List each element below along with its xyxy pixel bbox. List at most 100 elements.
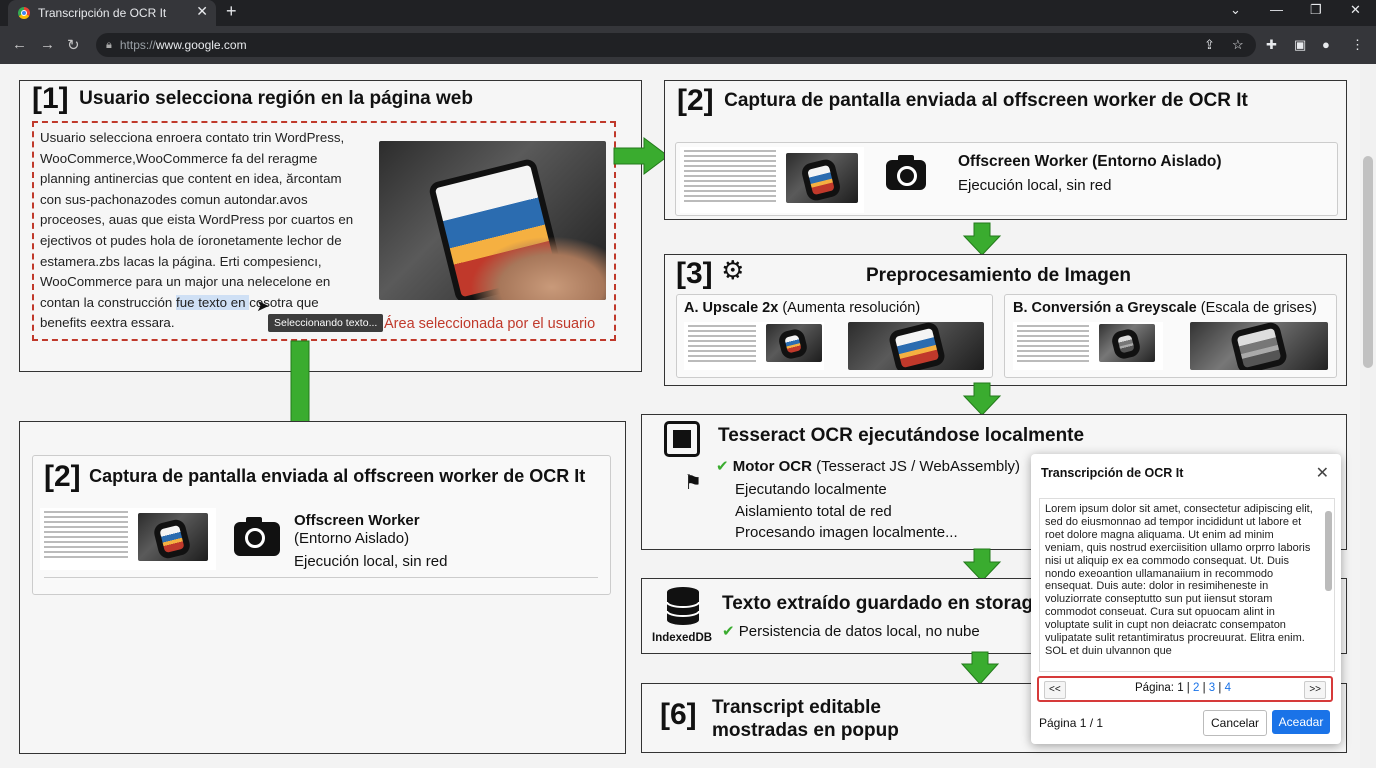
check-icon: ✔ (716, 458, 729, 475)
worker-title: Offscreen Worker (Entorno Aislado) (958, 153, 1222, 170)
step2-bottom-number: [2] (44, 460, 81, 493)
back-icon[interactable]: ← (12, 36, 27, 53)
step1-number: [1] (32, 82, 69, 115)
selected-text: fue texto en (176, 294, 250, 310)
chip-icon (664, 421, 700, 457)
side-panel-icon[interactable]: ▣ (1294, 37, 1307, 52)
motor-rest: (Tesseract JS / WebAssembly) (811, 458, 1021, 475)
selected-region-box (32, 121, 616, 341)
extensions-icon[interactable]: ✚ (1266, 37, 1277, 52)
selecting-tooltip: Seleccionando texto... (268, 314, 384, 332)
page-label: Página: 1 | (1135, 682, 1190, 694)
cancel-button[interactable]: Cancelar (1203, 710, 1267, 736)
arrow-down-icon (962, 382, 1002, 416)
text-line: Usuario selecciona enroera contato trin … (40, 130, 345, 145)
step5-sub-text: Persistencia de datos local, no nube (738, 623, 980, 640)
step2-top-heading: [2] Captura de pantalla enviada al offsc… (677, 84, 1248, 118)
step4-title: Tesseract OCR ejecutándose localmente (718, 425, 1085, 446)
bookmark-star-icon[interactable]: ☆ (1232, 37, 1244, 52)
step6-line2: mostradas en popup (712, 720, 899, 741)
tab-strip: Transcripción de OCR It ✕ + ⌄ — ❐ ✕ (0, 0, 1376, 26)
accept-button[interactable]: Aceadar (1272, 710, 1330, 734)
upscale-doc-thumbnail (684, 322, 824, 370)
text-line: contan la construcción fue texto en coso… (40, 293, 370, 314)
address-bar[interactable]: 🔒︎ https:// www.google.com (96, 33, 1256, 57)
share-icon[interactable]: ⇪ (1204, 37, 1215, 52)
webpage-text: Usuario selecciona enroera contato trin … (40, 128, 370, 334)
transcript-text: Lorem ipsum dolor sit amet, consectetur … (1045, 503, 1313, 657)
page-link-4[interactable]: 4 (1224, 682, 1232, 694)
profile-icon[interactable]: ● (1322, 37, 1330, 52)
worker-subtitle: Ejecución local, sin red (294, 553, 448, 570)
step6-number: [6] (660, 698, 697, 731)
motor-bold: Motor OCR (732, 458, 812, 475)
restore-icon[interactable]: ❐ (1310, 2, 1322, 17)
database-icon (666, 587, 700, 625)
step2-bottom-heading: [2] Captura de pantalla enviada al offsc… (44, 460, 585, 494)
step2-bottom-title: Captura de pantalla enviada al offscreen… (89, 466, 586, 486)
text-line: WooCommerce para un major una nelecelone… (40, 274, 331, 290)
forward-icon[interactable]: → (40, 36, 55, 53)
step2-top-number: [2] (677, 84, 714, 117)
textarea-scrollbar[interactable] (1325, 511, 1332, 591)
close-tab-icon[interactable]: ✕ (196, 3, 208, 19)
tab-title: Transcripción de OCR It (38, 6, 167, 20)
text-line: WooCommerce,WooCommerce fa del reragme (40, 150, 318, 166)
page-link-3[interactable]: 3 (1208, 682, 1216, 694)
screenshot-thumbnail (680, 147, 864, 213)
upscale-bold: A. Upscale 2x (684, 300, 779, 316)
step2-top-title: Captura de pantalla enviada al offscreen… (724, 90, 1248, 111)
step1-heading: [1] Usuario selecciona región en la pági… (32, 82, 473, 116)
pagination: << Página: 1 | 2 | 3 | 4 >> (1037, 676, 1333, 702)
transcript-textarea[interactable]: Lorem ipsum dolor sit amet, consectetur … (1039, 498, 1335, 672)
page-link-2[interactable]: 2 (1192, 682, 1200, 694)
text-line: con sus-pachonazodes comun autondar.avos (40, 191, 308, 207)
check-icon: ✔ (722, 623, 735, 640)
new-tab-icon[interactable]: + (226, 1, 237, 21)
gear-icon: ⚙ (721, 255, 745, 285)
url-protocol: https:// (119, 38, 156, 52)
url-host: www.google.com (155, 38, 247, 52)
text-line: benefits eextra essara. (40, 315, 175, 331)
page-indicator: Página: 1 | 2 | 3 | 4 (1135, 682, 1231, 694)
mouse-cursor-icon: ➤ (256, 298, 270, 315)
greyscale-label: B. Conversión a Greyscale (Escala de gri… (1013, 300, 1317, 316)
text-line: estamera.zbs lacas la página. Erti compe… (40, 253, 322, 269)
camera-icon (234, 517, 280, 556)
greyscale-rest: (Escala de grises) (1196, 300, 1317, 316)
status-line: Ejecutando localmente (735, 481, 887, 498)
text-line: ejectivos ot pudes hola de íoronetamente… (40, 232, 342, 248)
motor-line: ✔ Motor OCR (Tesseract JS / WebAssembly) (716, 457, 1020, 475)
scrollbar-thumb[interactable] (1363, 156, 1373, 368)
lock-icon: 🔒︎ (106, 38, 112, 51)
arrow-right-icon (613, 137, 669, 175)
arrow-down-icon (962, 548, 1002, 582)
tab-search-icon[interactable]: ⌄ (1230, 2, 1241, 17)
step6-line1: Transcript editable (712, 697, 881, 718)
browser-tab[interactable]: Transcripción de OCR It ✕ (8, 0, 216, 26)
step5-sub: ✔ Persistencia de datos local, no nube (722, 622, 980, 640)
worker-title: Offscreen Worker (294, 512, 420, 529)
region-label: Área seleccionada por el usuario (384, 316, 596, 332)
worker-subtitle: (Entorno Aislado) (294, 530, 410, 547)
greyscale-doc-thumbnail (1013, 322, 1163, 370)
status-line: Aislamiento total de red (735, 502, 892, 520)
greyscale-bold: B. Conversión a Greyscale (1013, 300, 1197, 316)
step6-title: Transcript editable mostradas en popup (712, 696, 899, 742)
menu-icon[interactable]: ⋮ (1351, 37, 1364, 52)
reload-icon[interactable]: ↻ (67, 37, 80, 54)
dialog-title: Transcripción de OCR It (1041, 466, 1184, 480)
camera-icon (886, 155, 926, 190)
indexeddb-label: IndexedDB (652, 632, 713, 644)
transcription-dialog: Transcripción de OCR It ✕ Lorem ipsum do… (1031, 454, 1341, 744)
minimize-icon[interactable]: — (1270, 2, 1283, 17)
step3-number: [3] (676, 257, 713, 290)
step5-title: Texto extraído guardado en storage (722, 593, 1044, 614)
worker-subtitle: Ejecución local, sin red (958, 177, 1112, 194)
window-close-icon[interactable]: ✕ (1350, 2, 1361, 17)
dialog-close-icon[interactable]: ✕ (1315, 465, 1329, 482)
step3-heading: [3] ⚙ (676, 255, 744, 291)
next-page-button[interactable]: >> (1304, 681, 1326, 699)
prev-page-button[interactable]: << (1044, 681, 1066, 699)
step3-title: Preprocesamiento de Imagen (866, 265, 1132, 286)
